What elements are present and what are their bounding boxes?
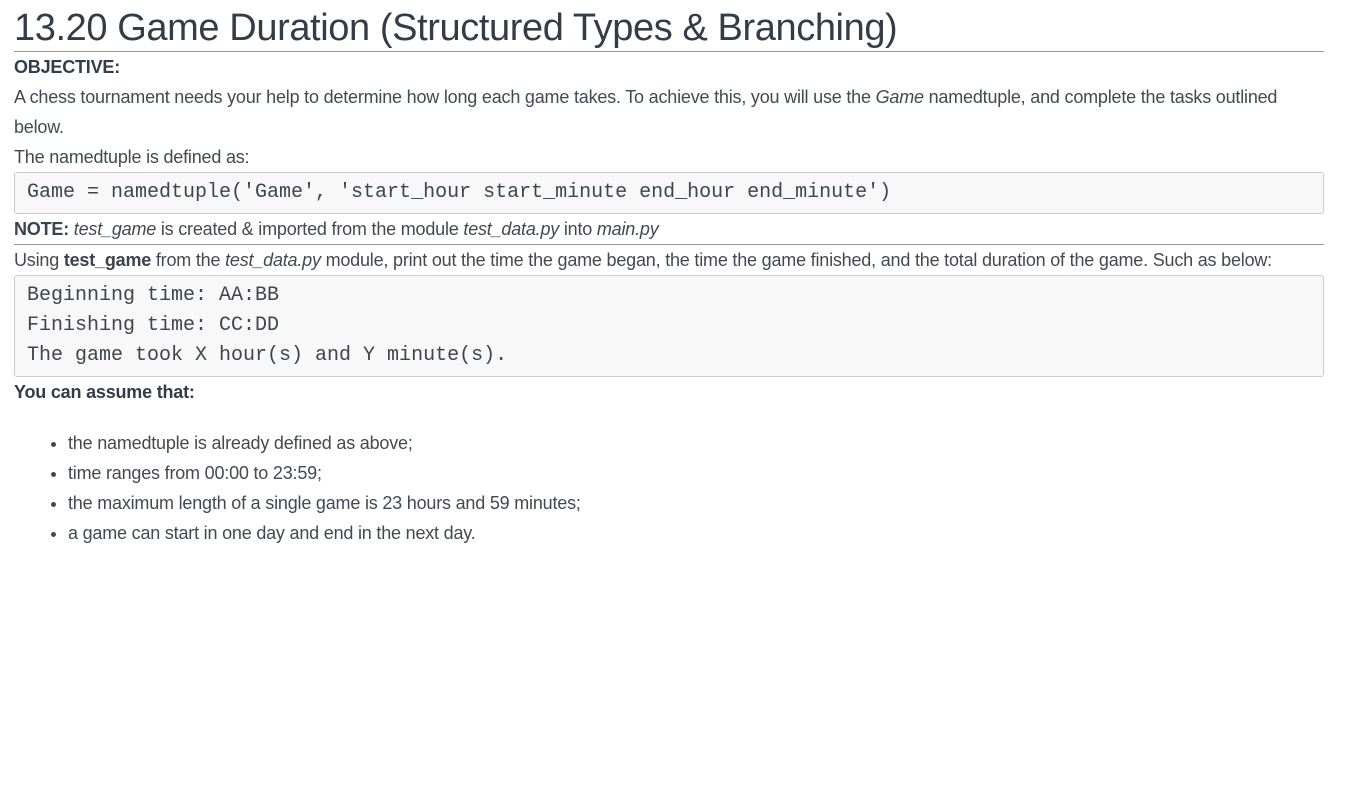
page-title: 13.20 Game Duration (Structured Types & … xyxy=(14,7,898,49)
code-line-duration: The game took X hour(s) and Y minute(s). xyxy=(27,344,508,367)
note-paragraph: NOTE: test_game is created & imported fr… xyxy=(14,214,1304,244)
test-game-bold: test_game xyxy=(63,250,152,270)
divider-top xyxy=(14,51,1324,52)
task-text-3: module, print out the time the game bega… xyxy=(320,250,1273,270)
namedtuple-intro: The namedtuple is defined as: xyxy=(14,147,250,167)
task-text-1: Using xyxy=(14,250,64,270)
objective-text-1: A chess tournament needs your help to de… xyxy=(14,87,876,107)
test-game-italic: test_game xyxy=(73,219,157,239)
namedtuple-code-block: Game = namedtuple('Game', 'start_hour st… xyxy=(14,172,1324,214)
test-data-italic: test_data.py xyxy=(463,219,560,239)
game-name-italic: Game xyxy=(875,87,924,107)
objective-heading: OBJECTIVE: xyxy=(14,57,121,77)
main-py-italic: main.py xyxy=(596,219,659,239)
note-text-1: is created & imported from the module xyxy=(156,219,464,239)
list-item: the namedtuple is already defined as abo… xyxy=(68,428,1324,458)
task-paragraph: Using test_game from the test_data.py mo… xyxy=(14,245,1304,275)
note-label: NOTE: xyxy=(14,219,74,239)
assignment-page: 13.20 Game Duration (Structured Types & … xyxy=(0,5,1357,548)
output-example-code-block: Beginning time: AA:BB Finishing time: CC:… xyxy=(14,275,1324,377)
code-line-finishing-time: Finishing time: CC:DD xyxy=(27,314,280,337)
divider-middle xyxy=(14,244,1324,245)
code-line-beginning-time: Beginning time: AA:BB xyxy=(27,284,280,307)
objective-paragraph: A chess tournament needs your help to de… xyxy=(14,82,1304,142)
test-data-module-italic: test_data.py xyxy=(225,250,321,270)
assumptions-heading: You can assume that: xyxy=(14,382,195,402)
task-text-2: from the xyxy=(151,250,226,270)
list-item: time ranges from 00:00 to 23:59; xyxy=(68,458,1324,488)
list-item: the maximum length of a single game is 2… xyxy=(68,488,1324,518)
objective-text-2: namedtuple, and complete the tasks outli… xyxy=(14,87,1278,137)
note-text-2: into xyxy=(559,219,597,239)
assumptions-list: the namedtuple is already defined as abo… xyxy=(14,428,1324,548)
list-item: a game can start in one day and end in t… xyxy=(68,518,1324,548)
